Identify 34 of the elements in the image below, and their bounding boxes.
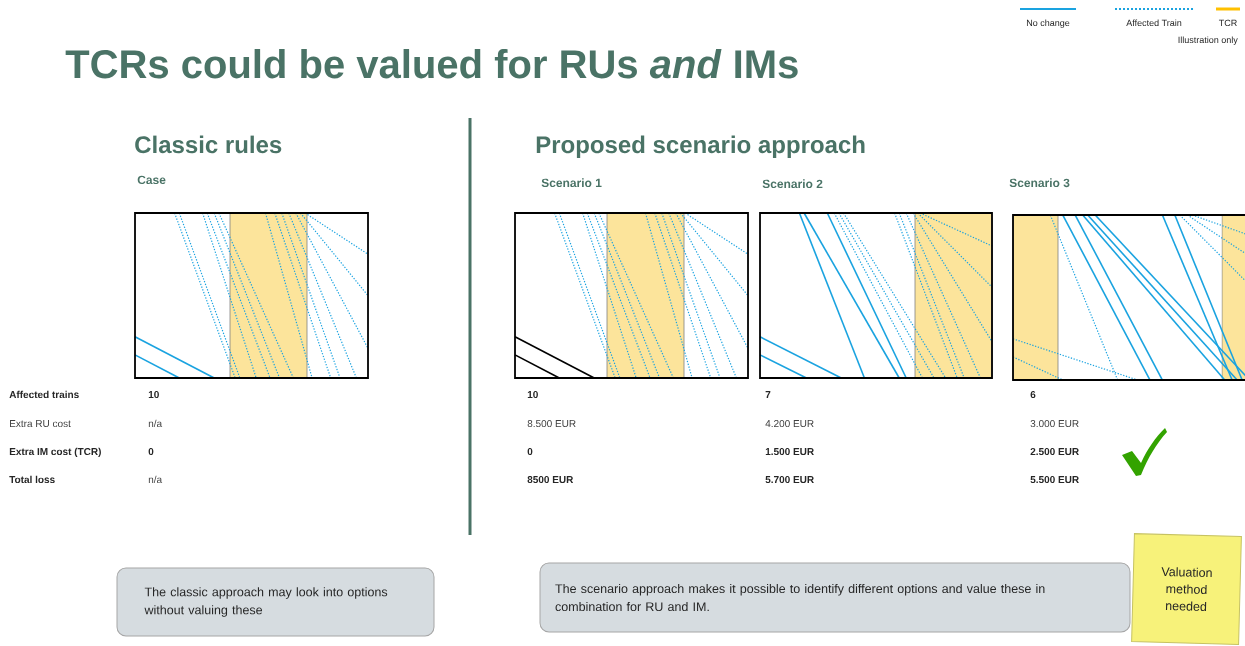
table-cell: 8.500 EUR <box>527 420 576 428</box>
table-cell: 3.000 EUR <box>1030 420 1079 428</box>
panel-heading: Scenario 1 <box>541 178 602 188</box>
table-cell: n/a <box>148 419 163 428</box>
table-cell: Extra IM cost (TCR) <box>9 447 101 458</box>
table-cell: 0 <box>148 448 154 456</box>
section-heading: Classic rules <box>135 135 282 154</box>
panel-heading: Scenario 2 <box>762 179 823 189</box>
sticky-note: Valuation method needed <box>1131 533 1242 645</box>
table-cell: 1.500 EUR <box>765 448 814 456</box>
panel-heading: Scenario 3 <box>1009 178 1070 188</box>
table-cell: 10 <box>527 391 538 399</box>
table-cell: 4.200 EUR <box>765 420 814 428</box>
table-cell: 5.500 EUR <box>1030 476 1079 484</box>
table-cell: 8500 EUR <box>527 476 574 484</box>
callout-box: The scenario approach makes it possible to identify different options and value these in combination for RU and IM. <box>539 562 1131 633</box>
callout-box: The classic approach may look into options without valuing these <box>116 567 435 637</box>
table-cell: 2.500 EUR <box>1030 448 1079 456</box>
legend-label: No change <box>1027 19 1070 28</box>
table-cell: 7 <box>765 391 771 398</box>
panel-heading: Case <box>137 175 166 185</box>
table-cell: Extra RU cost <box>10 420 71 428</box>
table-cell: 0 <box>527 448 533 456</box>
section-heading: Proposed scenario approach <box>536 135 865 158</box>
table-cell: n/a <box>148 475 163 484</box>
table-cell: 10 <box>148 391 159 399</box>
table-cell: 6 <box>1030 391 1036 399</box>
legend-label: TCR <box>1218 19 1237 27</box>
table-cell: Total loss <box>9 475 55 484</box>
legend-label: Affected Train <box>1126 19 1182 27</box>
table-cell: 5.700 EUR <box>765 476 814 484</box>
table-cell: Affected trains <box>9 390 79 399</box>
title: TCRs could be valued for RUs and IMs <box>65 49 798 79</box>
note-text: Illustration only <box>1178 36 1238 45</box>
